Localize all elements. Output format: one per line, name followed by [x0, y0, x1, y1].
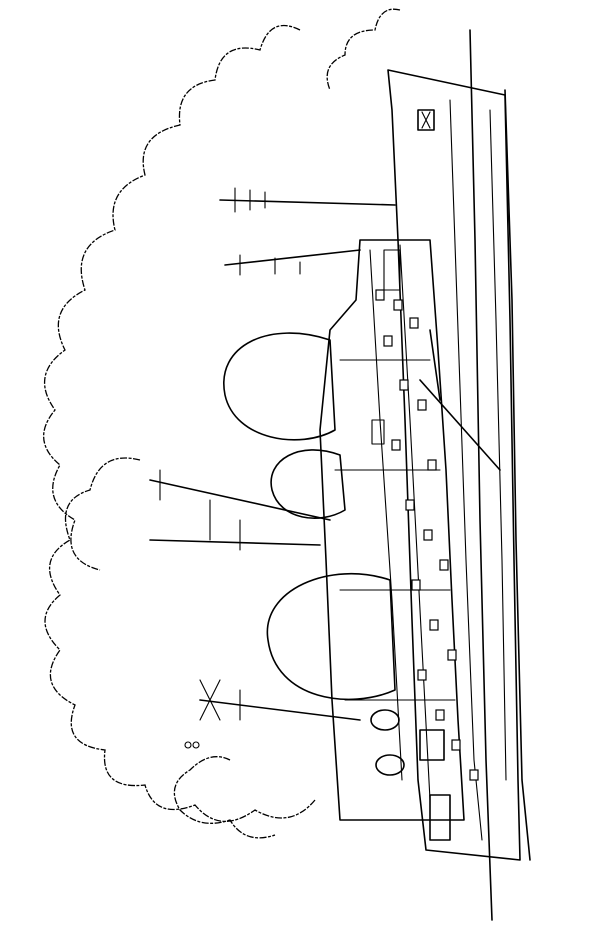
deck-equipment — [370, 249, 451, 841]
radar-domes — [223, 332, 396, 701]
sea — [469, 29, 531, 921]
windows — [375, 289, 479, 781]
clouds — [42, 8, 401, 839]
superstructure — [319, 239, 501, 821]
masts — [149, 187, 396, 749]
